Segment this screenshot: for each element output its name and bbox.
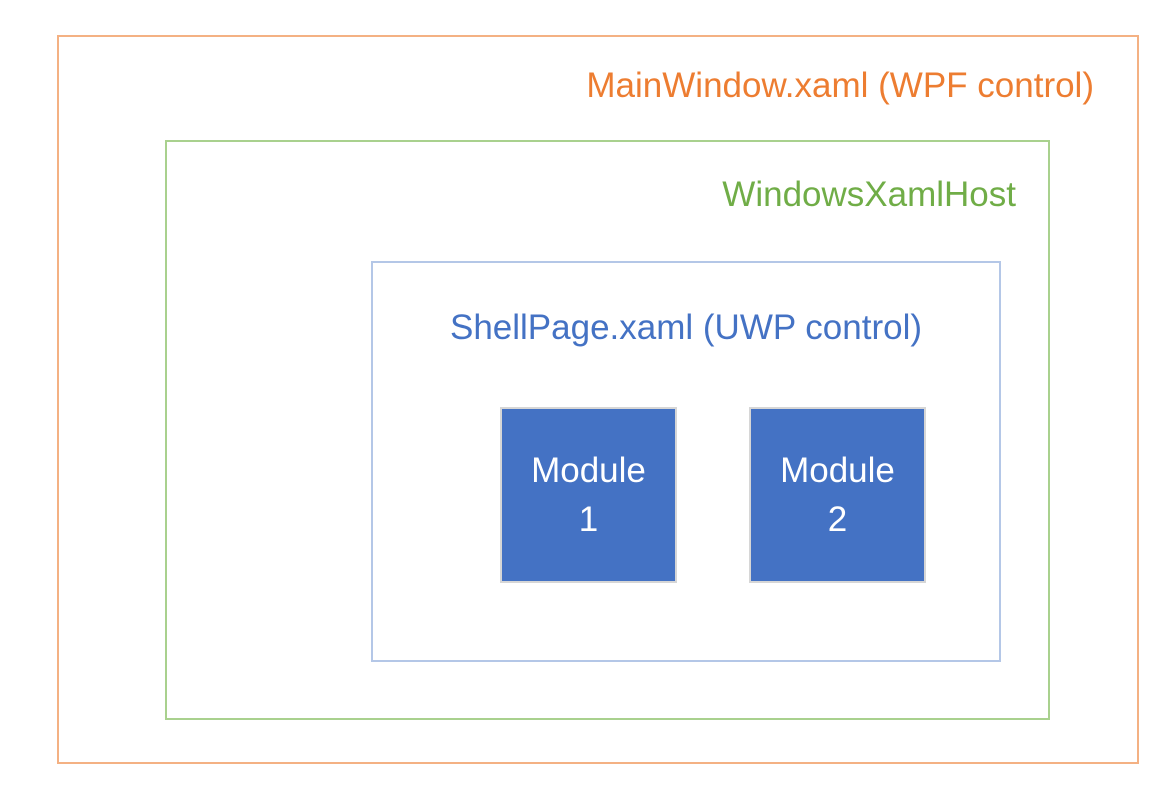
module-1-label-name: Module — [531, 451, 646, 490]
module-2-label-name: Module — [780, 451, 895, 490]
module-2-label: Module 2 — [780, 446, 895, 544]
module-1-box: Module 1 — [500, 407, 677, 583]
module-1-label-number: 1 — [578, 500, 599, 539]
module-2-box: Module 2 — [749, 407, 926, 583]
shellpage-uwp-label: ShellPage.xaml (UWP control) — [449, 308, 923, 347]
windows-xaml-host-label: WindowsXamlHost — [722, 175, 1016, 214]
mainwindow-wpf-box — [57, 35, 1139, 764]
windows-xaml-host-box — [165, 140, 1050, 720]
module-1-label: Module 1 — [531, 446, 646, 544]
shellpage-uwp-box — [371, 261, 1001, 662]
mainwindow-wpf-label: MainWindow.xaml (WPF control) — [586, 66, 1094, 105]
module-2-label-number: 2 — [827, 500, 848, 539]
